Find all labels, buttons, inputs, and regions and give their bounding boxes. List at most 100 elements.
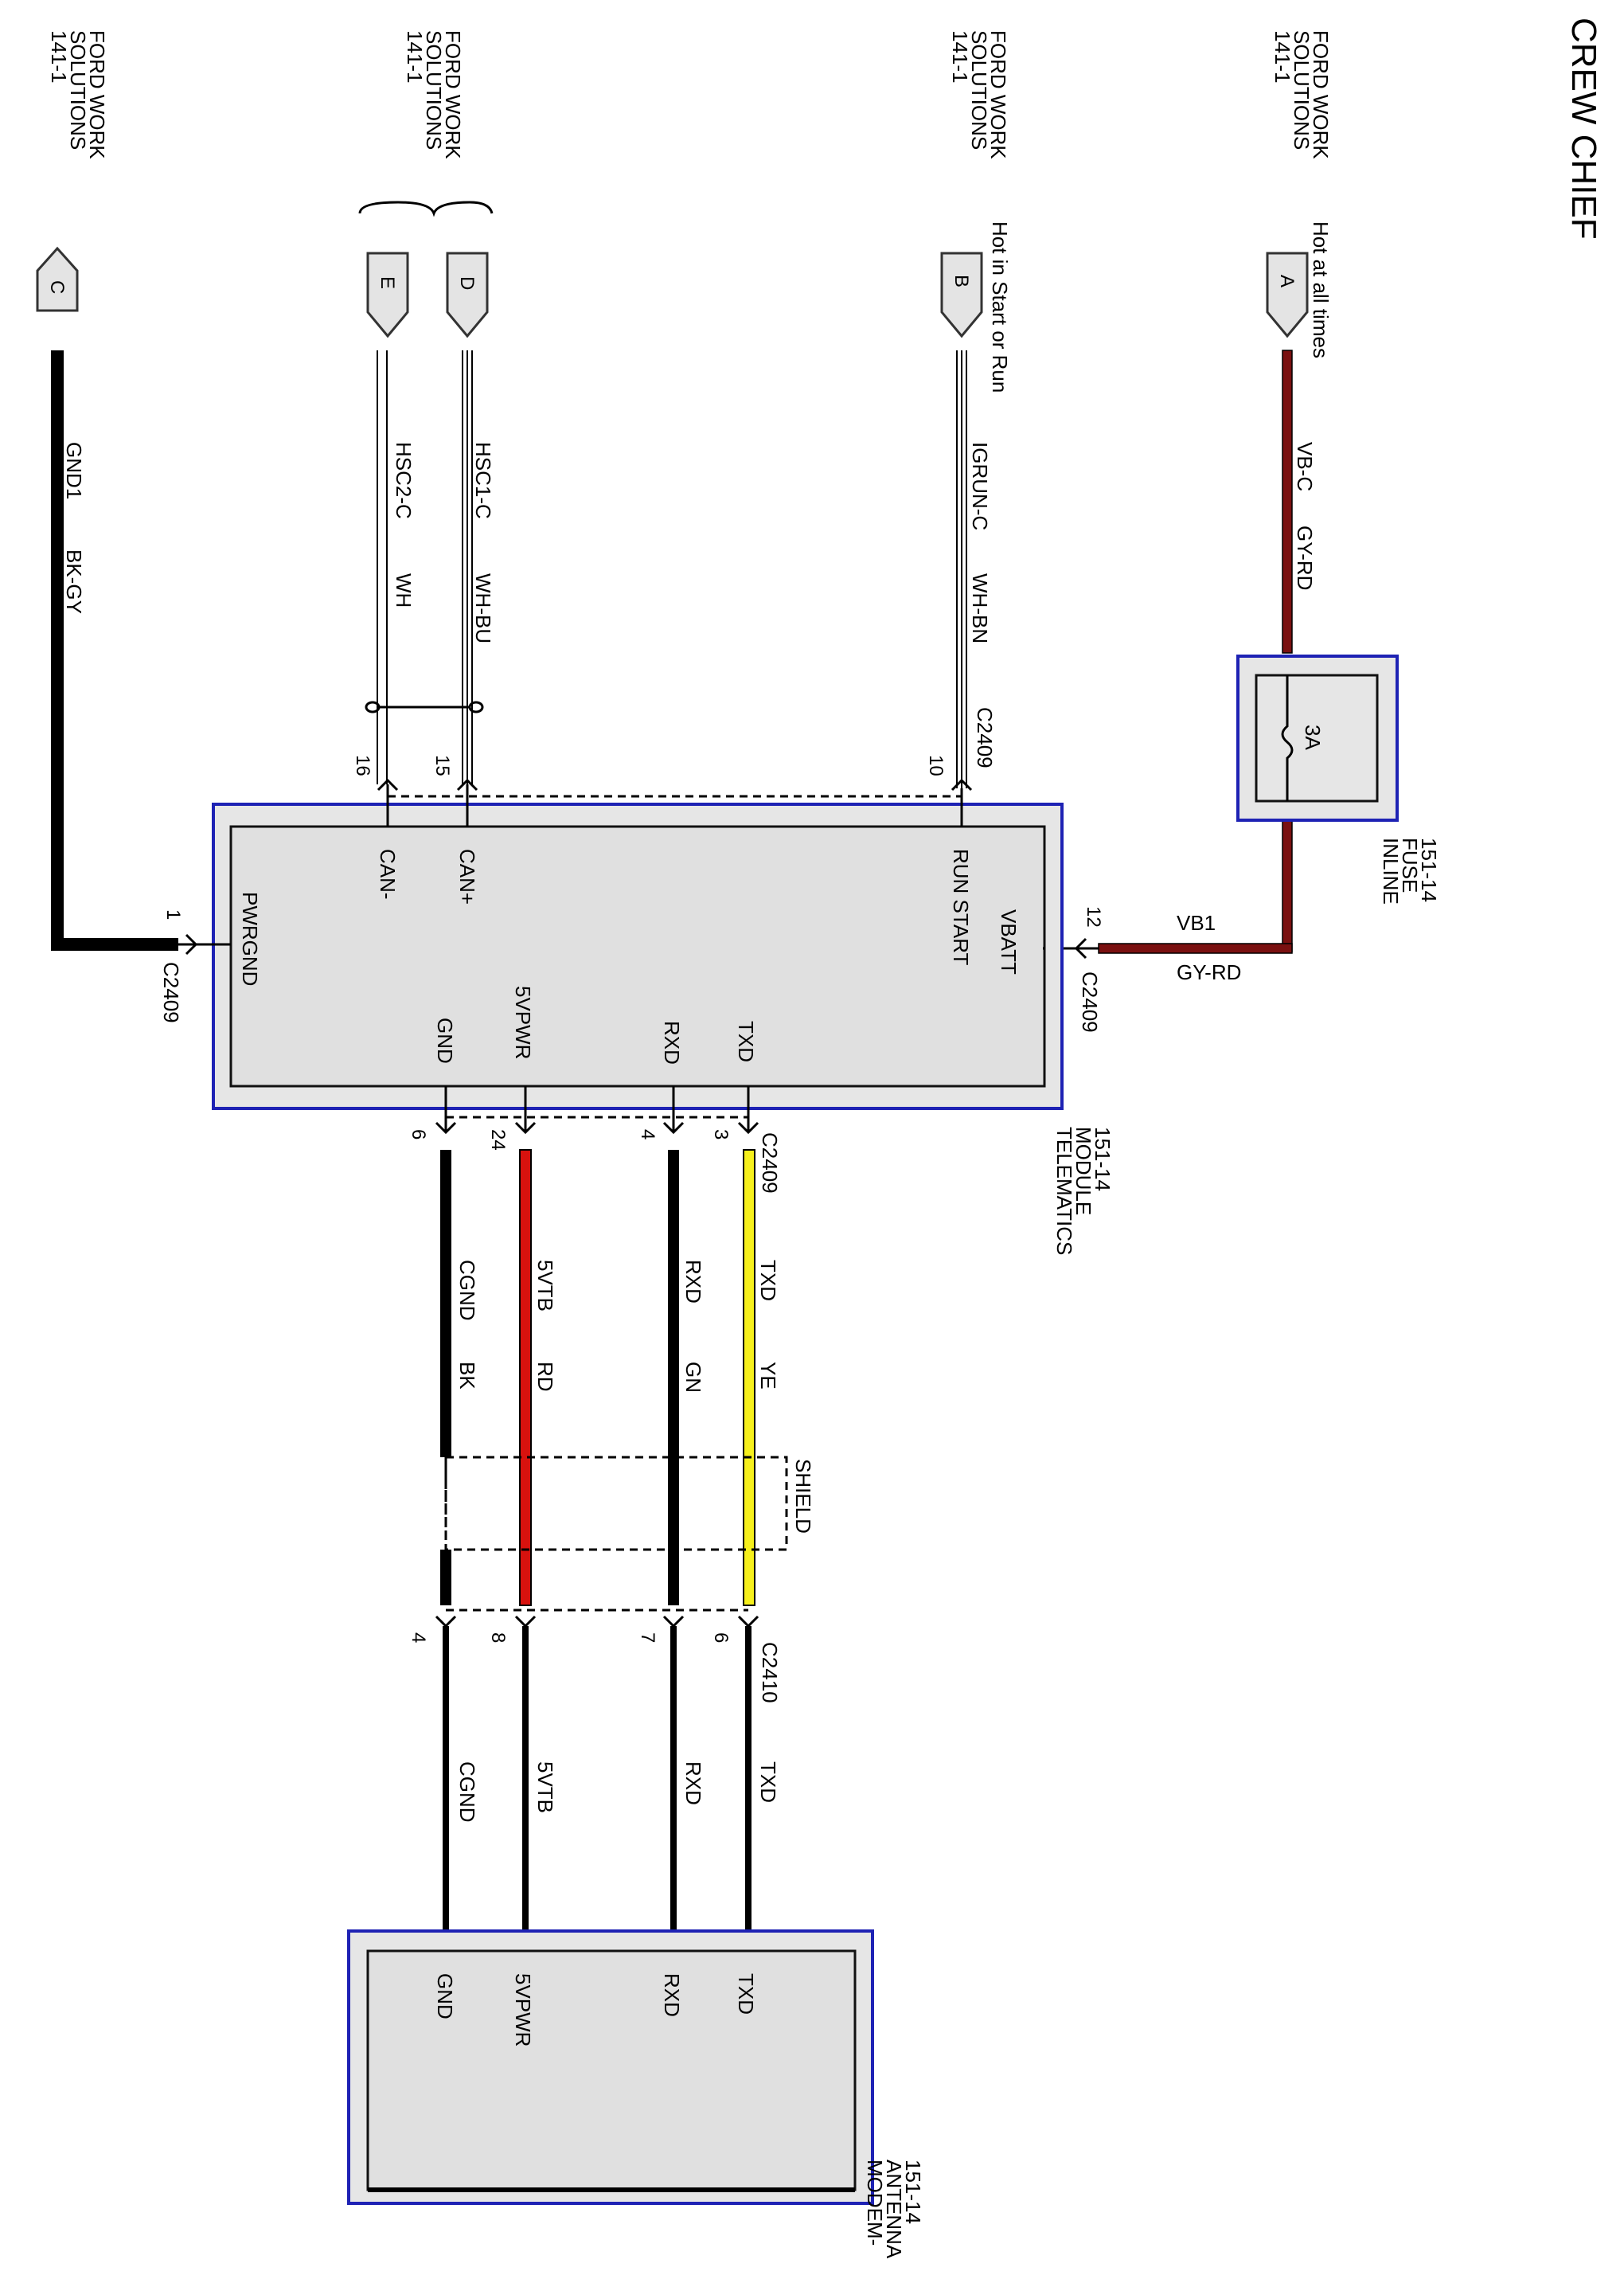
connector-flag-d <box>446 252 489 338</box>
c2410-chevrons <box>435 1615 759 1628</box>
twisted-pair-marker <box>365 701 484 713</box>
svg-text:151-14: 151-14 <box>1091 1127 1115 1191</box>
modem-pin-gnd: GND <box>433 1973 457 2019</box>
fuse-symbol-icon <box>1281 675 1294 801</box>
svg-text:141-1: 141-1 <box>1271 30 1294 84</box>
wire-label-hsc1-name: HSC1-C <box>471 442 495 519</box>
pin-5vpwr: 5VPWR <box>511 986 535 1059</box>
connector-id-c2409-left: C2409 <box>159 962 183 1023</box>
note-hot-start-run: Hot in Start or Run <box>988 221 1012 393</box>
svg-text:FORD WORK: FORD WORK <box>85 30 109 159</box>
wire-label-gnd1-color: BK-GY <box>62 549 86 614</box>
pin-txd: TXD <box>734 1021 758 1062</box>
connector-b-label: B <box>951 275 972 287</box>
modem-pin-txd: TXD <box>734 1973 758 2015</box>
svg-text:151-14: 151-14 <box>901 2160 925 2224</box>
connector-flag-a <box>1266 252 1309 338</box>
wire-vb1-horizontal <box>1098 943 1293 954</box>
pin-can-minus: CAN- <box>376 849 400 900</box>
pin-number-12: 12 <box>1083 906 1104 928</box>
modem-pin-6: 6 <box>710 1632 732 1643</box>
svg-text:141-1: 141-1 <box>948 30 972 84</box>
svg-text:INLINE: INLINE <box>1379 838 1403 905</box>
pin-number-15: 15 <box>431 755 453 776</box>
svg-text:FORD WORK: FORD WORK <box>986 30 1010 159</box>
wire-gnd1-horizontal <box>51 938 178 951</box>
pin-number-10: 10 <box>925 755 947 776</box>
pin-run-start: RUN START <box>949 849 973 965</box>
shield-label: SHIELD <box>791 1459 815 1534</box>
wire-gnd1 <box>51 350 64 949</box>
wire-label-cgnd-lower: CGND <box>455 1761 479 1823</box>
wire-rxd-gn <box>668 1150 679 1605</box>
pin-number-16: 16 <box>352 755 373 776</box>
wire-label-rxd-lower: RXD <box>681 1761 705 1805</box>
wire-vb-c <box>1282 350 1293 654</box>
connector-id-c2409-bottom: C2409 <box>758 1132 782 1194</box>
connector-id-c2410: C2410 <box>758 1642 782 1703</box>
c2409-top-chevrons <box>377 778 973 792</box>
shield-outline <box>444 1456 788 1551</box>
fuse-rating: 3A <box>1301 725 1325 750</box>
wire-label-hsc1-color: WH-BU <box>471 573 495 643</box>
wire-label-vb1-name: VB1 <box>1177 911 1216 935</box>
pin-number-3: 3 <box>710 1129 732 1140</box>
svg-text:TELEMATICS: TELEMATICS <box>1052 1127 1076 1255</box>
wire-label-vb1-color: GY-RD <box>1177 960 1241 984</box>
source-label-c: FORD WORK SOLUTIONS 141-1 <box>47 30 109 159</box>
pin-can-plus: CAN+ <box>455 849 479 905</box>
connector-a-label: A <box>1276 275 1298 287</box>
modem-pin-7: 7 <box>637 1632 658 1643</box>
wire-label-vbc-name: VB-C <box>1293 442 1317 491</box>
wire-label-rxd: RXD <box>681 1260 705 1304</box>
svg-text:FUSE: FUSE <box>1398 838 1422 893</box>
wire-5vtb-rd <box>519 1149 532 1606</box>
svg-text:FORD WORK: FORD WORK <box>1309 30 1333 159</box>
wire-label-cgnd-color: BK <box>455 1362 479 1390</box>
wire-label-cgnd: CGND <box>455 1260 479 1321</box>
source-label-de: FORD WORK SOLUTIONS 141-1 <box>403 30 465 159</box>
pin-number-4: 4 <box>637 1129 658 1140</box>
wire-vb1 <box>1282 815 1293 952</box>
svg-text:SOLUTIONS: SOLUTIONS <box>967 30 991 150</box>
modem-label: MODEM- ANTENNA 151-14 <box>863 2160 925 2259</box>
wire-label-txd-color: YE <box>756 1362 780 1390</box>
svg-text:151-14: 151-14 <box>1417 838 1441 902</box>
note-hot-at-all-times: Hot at all times <box>1309 221 1333 358</box>
modem-pin-4: 4 <box>408 1632 429 1643</box>
wire-label-5vtb: 5VTB <box>533 1260 557 1312</box>
source-label-b: FORD WORK SOLUTIONS 141-1 <box>948 30 1010 159</box>
wire-label-txd-lower: TXD <box>756 1761 780 1803</box>
wire-label-5vtb-lower: 5VTB <box>533 1761 557 1813</box>
wire-txd-ye <box>743 1149 755 1606</box>
c2409-right-chevron <box>1074 937 1087 960</box>
wire-label-vbc-color: GY-RD <box>1293 526 1317 590</box>
svg-text:FORD WORK: FORD WORK <box>441 30 465 159</box>
svg-text:141-1: 141-1 <box>403 30 427 84</box>
pin-number-6: 6 <box>408 1129 429 1140</box>
modem-pin-rxd: RXD <box>660 1973 684 2017</box>
wire-label-rxd-color: GN <box>681 1362 705 1393</box>
connector-flag-b <box>940 252 983 338</box>
svg-text:SOLUTIONS: SOLUTIONS <box>1290 30 1314 150</box>
wire-label-igrun-name: IGRUN-C <box>968 442 992 530</box>
fuse-label: INLINE FUSE 151-14 <box>1379 838 1441 905</box>
source-label-a: FORD WORK SOLUTIONS 141-1 <box>1271 30 1333 159</box>
c2409-bottom-chevrons <box>435 1121 759 1135</box>
pin-number-24: 24 <box>487 1129 509 1151</box>
c2409-left-chevron <box>185 933 198 956</box>
diagram-title: CREW CHIEF <box>1564 18 1603 240</box>
wire-label-gnd1-name: GND1 <box>62 442 86 499</box>
pin-vbatt: VBATT <box>997 909 1021 975</box>
connector-d-label: D <box>456 276 478 290</box>
svg-text:141-1: 141-1 <box>47 30 71 84</box>
wire-label-5vtb-color: RD <box>533 1362 557 1392</box>
wire-cgnd-bk <box>440 1150 451 1457</box>
svg-text:SOLUTIONS: SOLUTIONS <box>66 30 90 150</box>
fuse-inner-box <box>1255 674 1379 803</box>
svg-text:MODEM-: MODEM- <box>863 2160 887 2246</box>
connector-e-label: E <box>377 276 398 289</box>
bracket-d-e <box>358 201 494 217</box>
telematics-inner-box <box>229 825 1046 1088</box>
